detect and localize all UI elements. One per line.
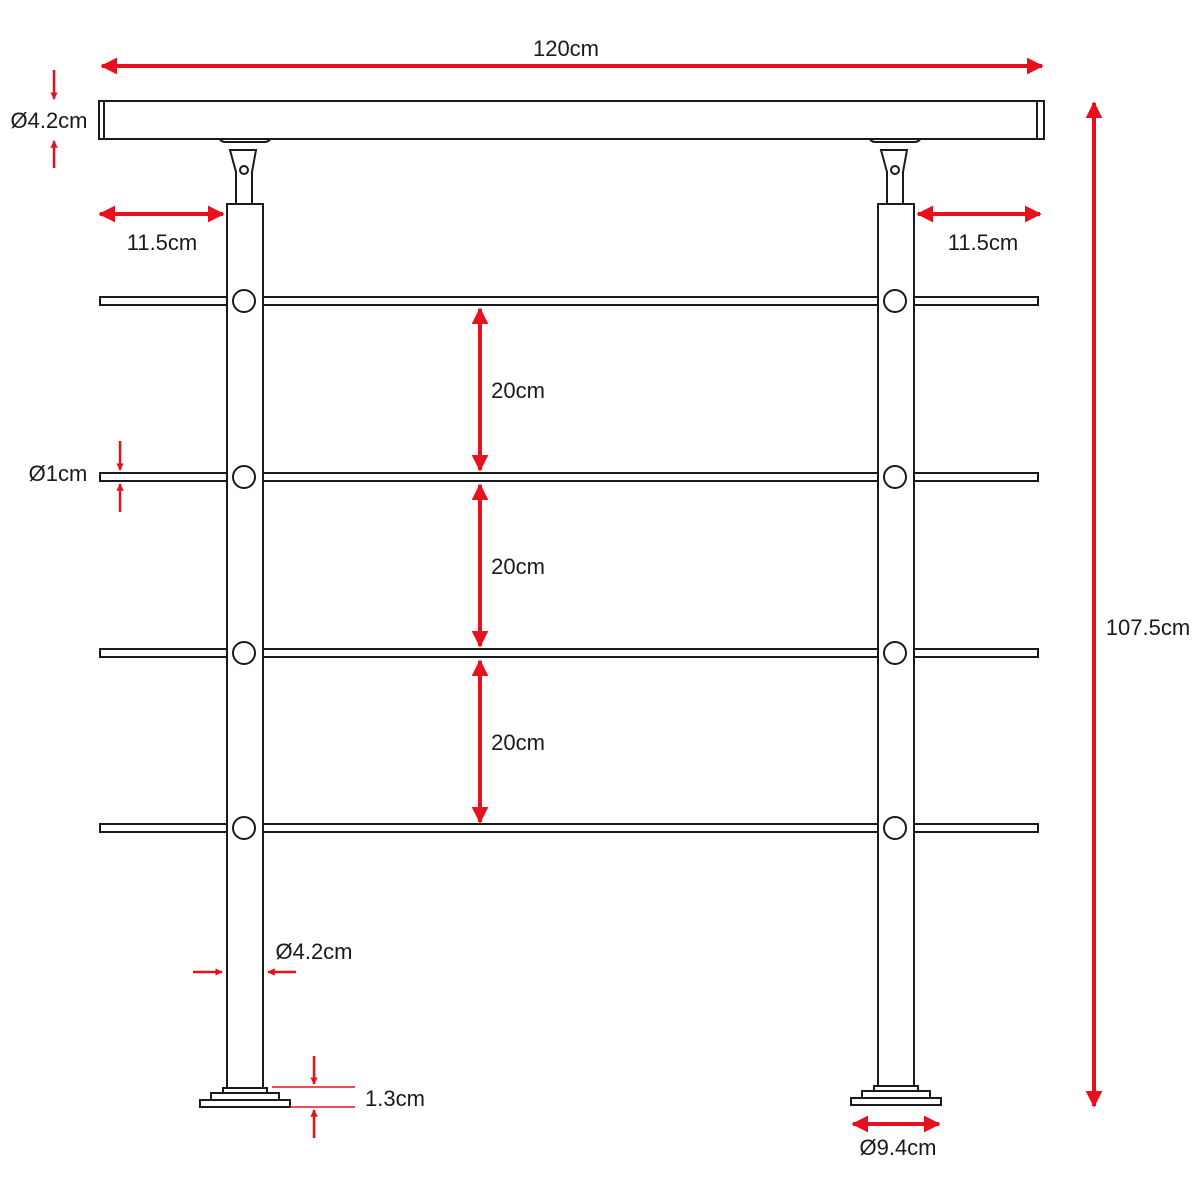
left-post-assembly [199,129,291,1108]
total-height-label: 107.5cm [1106,615,1190,640]
right-post-assembly [850,129,942,1106]
right-rod-connector-4 [883,816,907,840]
rod-1 [99,296,1039,306]
left-bracket-screw [239,165,249,175]
left-rod-connector-1 [232,289,256,313]
total-width-label: 120cm [533,36,599,61]
dimension-labels: 120cm Ø4.2cm 11.5cm 11.5cm 20cm 20cm 20c… [10,36,1190,1160]
rod-spacing-label-1: 20cm [491,378,545,403]
base-plate-thickness-label: 1.3cm [365,1086,425,1111]
rod-spacing-label-3: 20cm [491,730,545,755]
right-bracket-screw [890,165,900,175]
post-diameter-label: Ø4.2cm [275,939,352,964]
rod-2 [99,472,1039,482]
post-offset-right-label: 11.5cm [948,230,1019,255]
base-plate-diameter-label: Ø9.4cm [859,1135,936,1160]
left-rod-connector-2 [232,465,256,489]
right-base-plate [861,1090,931,1099]
right-rod-connector-2 [883,465,907,489]
handrail-diameter-label: Ø4.2cm [10,108,87,133]
dimension-annotations [50,57,1103,1138]
left-bracket-stem [228,149,258,205]
right-rod-connector-1 [883,289,907,313]
rods [99,296,1039,833]
rod-diameter-label: Ø1cm [29,461,88,486]
left-rod-connector-4 [232,816,256,840]
rod-3 [99,648,1039,658]
left-base-foot [199,1099,291,1108]
right-bracket-stem [879,149,909,205]
rod-4 [99,823,1039,833]
left-rod-connector-3 [232,641,256,665]
post-offset-left-label: 11.5cm [127,230,198,255]
handrail-tube [98,100,1045,140]
rod-spacing-label-2: 20cm [491,554,545,579]
left-base-plate [210,1092,280,1101]
right-base-foot [850,1097,942,1106]
handrail [98,100,1045,140]
right-rod-connector-3 [883,641,907,665]
